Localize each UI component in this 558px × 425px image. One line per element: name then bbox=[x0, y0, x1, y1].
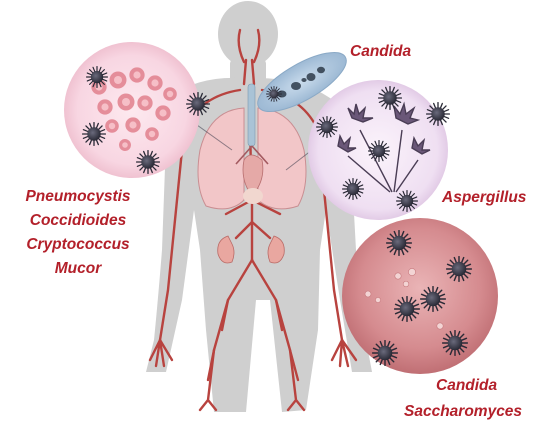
label-candida-top: Candida bbox=[350, 44, 411, 60]
label-pneumocystis: Pneumocystis bbox=[8, 189, 148, 205]
candida-saccharomyces-inset bbox=[342, 218, 498, 374]
label-saccharomyces: Saccharomyces bbox=[404, 404, 522, 420]
aspergillus-inset bbox=[308, 80, 449, 220]
label-candida-bottom: Candida bbox=[436, 378, 497, 394]
label-mucor: Mucor bbox=[8, 261, 148, 277]
label-aspergillus: Aspergillus bbox=[442, 190, 526, 206]
label-list-left: Pneumocystis Coccidioides Cryptococcus M… bbox=[8, 189, 148, 285]
label-cryptococcus: Cryptococcus bbox=[8, 237, 148, 253]
label-coccidioides: Coccidioides bbox=[8, 213, 148, 229]
spiky-fungus-cell-icon bbox=[266, 86, 281, 101]
